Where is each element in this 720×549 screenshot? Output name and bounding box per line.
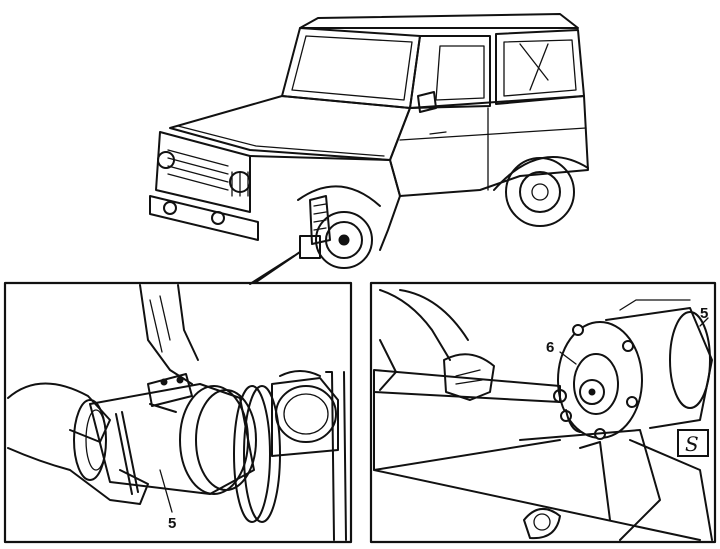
bench-vise-detail — [373, 289, 713, 541]
vehicle-illustration — [149, 13, 589, 285]
callout-part-5-left: 5 — [168, 515, 176, 532]
wheel-hub-detail — [7, 284, 347, 541]
left-detail-panel: 5 — [3, 281, 353, 544]
tool-symbol-icon: S — [677, 429, 709, 457]
tool-symbol-letter: S — [685, 432, 699, 456]
callout-part-6: 6 — [546, 339, 554, 356]
callout-part-5-right: 5 — [700, 305, 708, 322]
right-detail-panel: 6 5 S — [369, 281, 717, 544]
